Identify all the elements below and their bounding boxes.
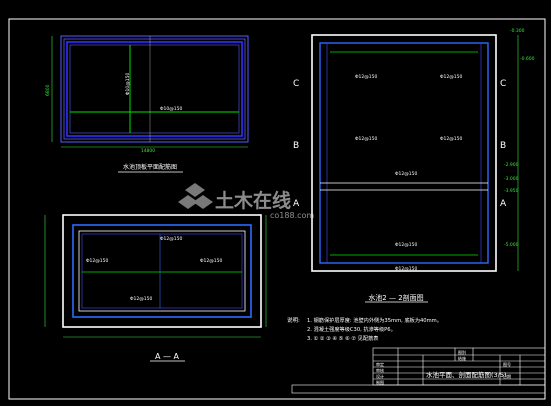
- svg-text:Φ12@150: Φ12@150: [440, 74, 462, 80]
- grid-label-b-right: B: [500, 141, 506, 151]
- grid-label-a-left: A: [293, 199, 300, 209]
- section-a-title: A — A: [155, 352, 180, 361]
- svg-text:Φ12@150: Φ12@150: [355, 136, 377, 142]
- note-line: 1. 钢筋保护层厚度: 池壁内外侧为35mm, 底板为40mm。: [307, 316, 442, 324]
- notes-heading: 说明:: [287, 316, 300, 324]
- title-block-label: 审核: [376, 367, 384, 373]
- plan-title: 水池顶板平面配筋图: [123, 163, 177, 171]
- title-block-text: 审定 审核 设计 制图 图别 结施 图号 日期 水池平面、剖面配筋图(3/5): [376, 349, 511, 385]
- plan-height-dim: 6800: [45, 84, 51, 96]
- level-label: -0.600: [520, 56, 535, 62]
- title-block-label: 日期: [503, 373, 511, 379]
- design-notes: 说明: 1. 钢筋保护层厚度: 池壁内外侧为35mm, 底板为40mm。 2. …: [287, 316, 442, 342]
- watermark-url: co188.com: [270, 211, 314, 220]
- level-label: -3.000: [504, 176, 519, 182]
- note-line: 3. ① ② ③ ④ ⑤ ⑥ ⑦ 见配筋表: [307, 334, 379, 342]
- title-block-label: 制图: [376, 379, 384, 385]
- section-2-title: 水池2 — 2剖面图: [368, 293, 423, 302]
- svg-text:Φ12@150: Φ12@150: [395, 266, 417, 272]
- title-block-label: 设计: [376, 373, 384, 379]
- level-label: -3.950: [504, 188, 519, 194]
- svg-text:Φ12@150: Φ12@150: [160, 236, 182, 242]
- title-block-label: 结施: [458, 355, 466, 361]
- level-label: -0.300: [510, 28, 525, 34]
- section-a-a: Φ12@150 Φ12@150 Φ12@150 Φ12@150 A — A: [44, 214, 267, 362]
- svg-text:Φ12@150: Φ12@150: [130, 296, 152, 302]
- svg-text:Φ10@150: Φ10@150: [125, 73, 131, 95]
- plan-width-dim: 14800: [141, 148, 155, 154]
- level-label: -5.000: [504, 242, 519, 248]
- svg-text:Φ12@150: Φ12@150: [86, 258, 108, 264]
- title-block-label: 审定: [376, 361, 384, 367]
- watermark: 土木在线 co188.com: [178, 183, 314, 220]
- section-2-2: Φ12@150 Φ12@150 Φ12@150 Φ12@150 Φ12@150 …: [293, 28, 535, 303]
- title-block: [291, 347, 546, 394]
- level-label: -2.900: [504, 162, 519, 168]
- grid-label-c-right: C: [500, 79, 506, 89]
- watermark-brand: 土木在线: [215, 189, 291, 212]
- svg-text:Φ12@150: Φ12@150: [440, 136, 462, 142]
- svg-text:Φ12@150: Φ12@150: [395, 242, 417, 248]
- svg-text:Φ12@150: Φ12@150: [395, 171, 417, 177]
- grid-label-b-left: B: [293, 141, 299, 151]
- grid-label-a-right: A: [500, 199, 507, 209]
- drawing-frame: [8, 18, 546, 400]
- title-block-label: 图号: [503, 361, 511, 367]
- roof-slab-plan: Φ10@150 Φ10@150 6800 14800 水池顶板平面配筋图: [45, 35, 249, 173]
- note-line: 2. 混凝土强度等级C30, 抗渗等级P6。: [307, 325, 396, 333]
- svg-text:Φ12@150: Φ12@150: [355, 74, 377, 80]
- grid-label-c-left: C: [293, 79, 299, 89]
- svg-text:Φ10@150: Φ10@150: [160, 106, 182, 112]
- title-block-label: 图别: [458, 349, 466, 355]
- drawing-name: 水池平面、剖面配筋图(3/5): [426, 370, 507, 379]
- svg-text:Φ12@150: Φ12@150: [200, 258, 222, 264]
